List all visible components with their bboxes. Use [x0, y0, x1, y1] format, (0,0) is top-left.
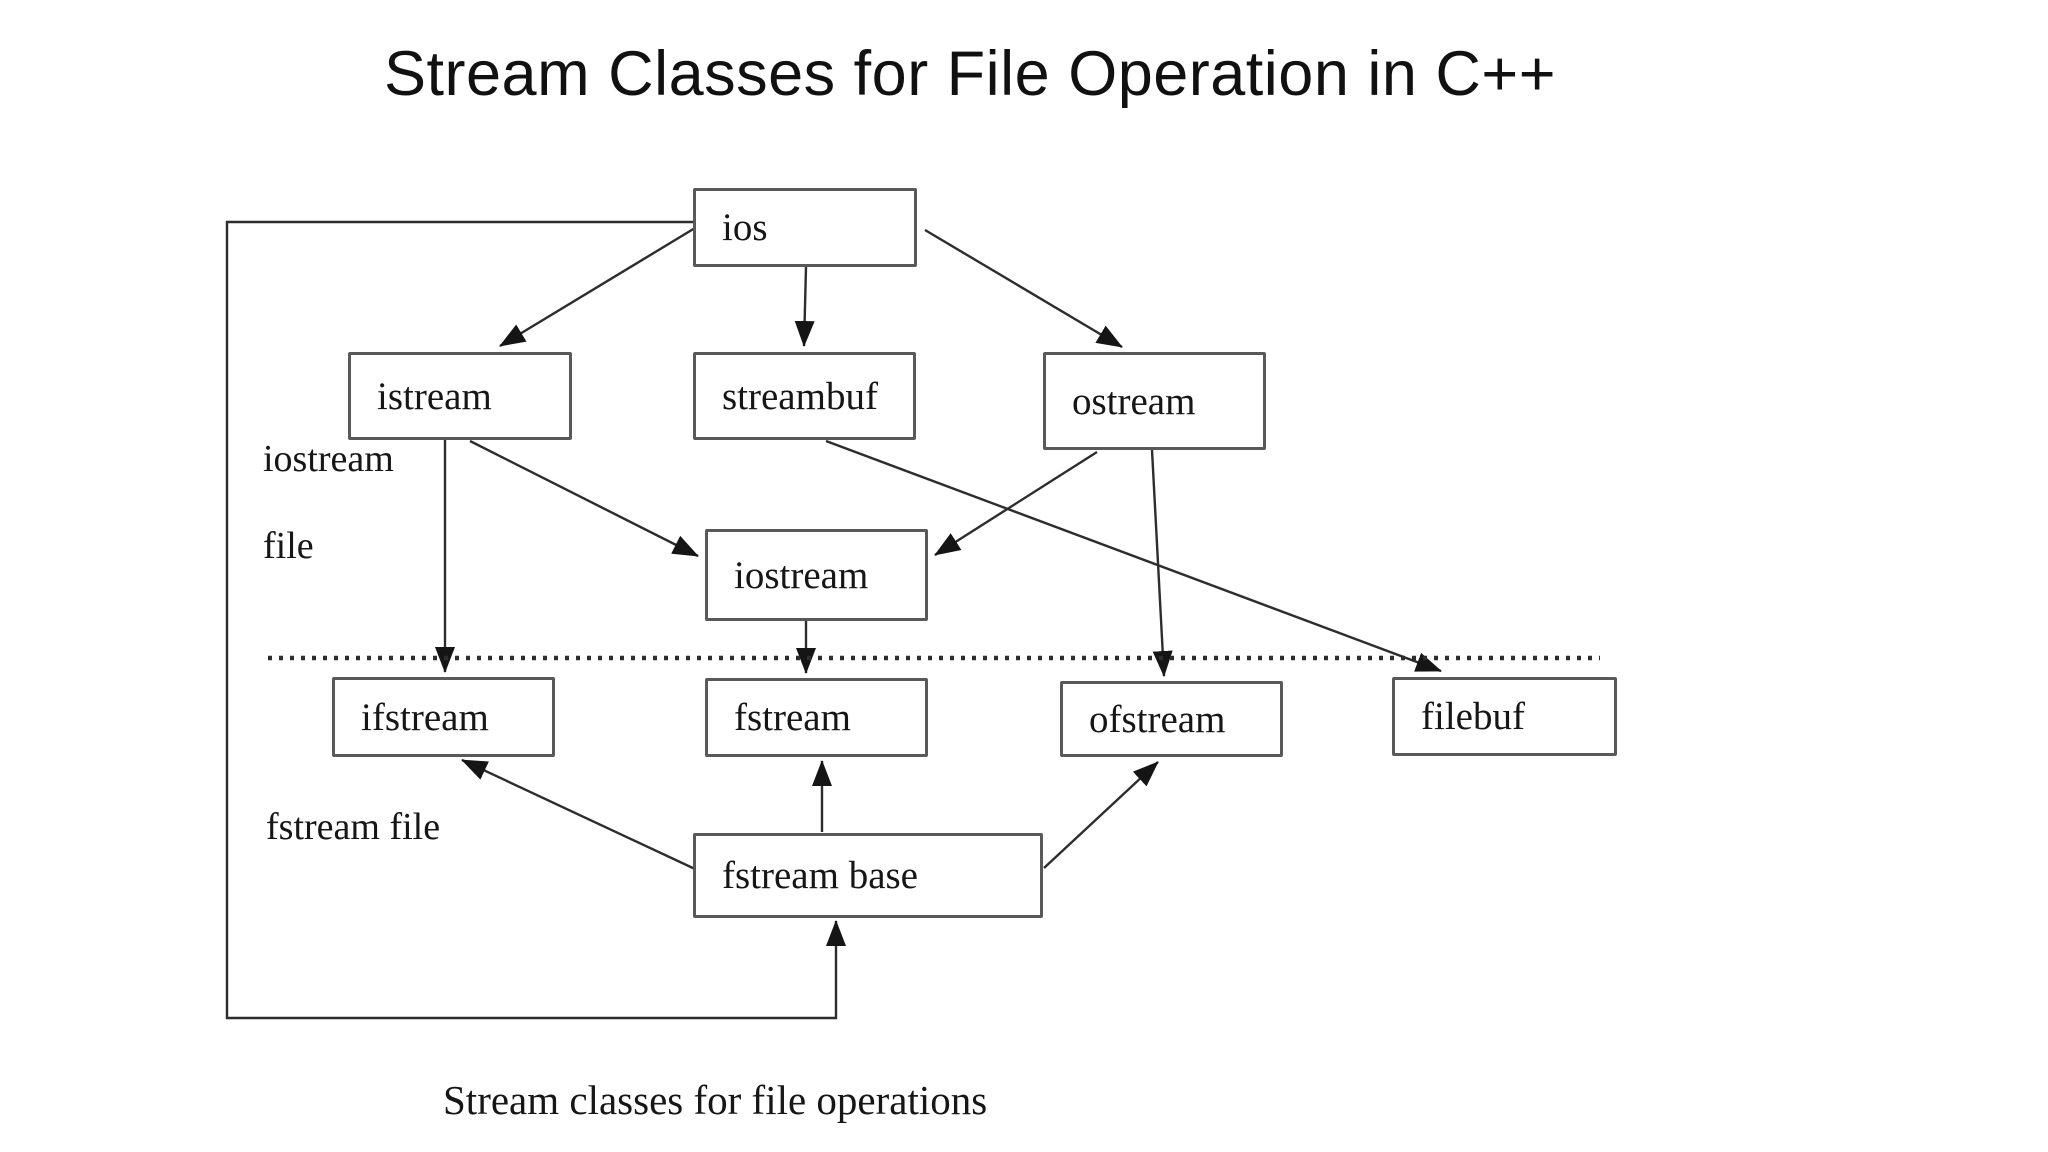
edge-ios-fstreambase-loop — [225, 220, 846, 1020]
node-filebuf-label: filebuf — [1421, 695, 1525, 738]
node-streambuf: streambuf — [693, 352, 916, 440]
node-ofstream-label: ofstream — [1089, 697, 1226, 741]
region-label-iostream-file-line1: iostream — [263, 438, 394, 480]
node-fstream: fstream — [705, 678, 928, 757]
node-ios-label: ios — [722, 206, 768, 249]
node-fstream-base-label: fstream base — [722, 854, 918, 897]
figure-caption: Stream classes for file operations — [443, 1077, 988, 1123]
edge-ostream-ofstream — [1150, 449, 1173, 677]
node-ios: ios — [693, 188, 917, 267]
region-label-iostream-file-line2: file — [263, 525, 314, 567]
node-ifstream-label: ifstream — [361, 695, 489, 739]
edge-fstreambase-ifstream — [461, 758, 696, 871]
node-iostream-label: iostream — [734, 553, 869, 597]
region-label-fstream-file: fstream file — [266, 806, 441, 848]
page-title: Stream Classes for File Operation in C++ — [384, 39, 1556, 109]
node-ifstream: ifstream — [332, 677, 555, 757]
edge-fstreambase-ofstream — [1043, 761, 1159, 869]
node-ostream: ostream — [1043, 352, 1266, 450]
node-fstream-base: fstream base — [693, 833, 1043, 918]
node-ostream-label: ostream — [1072, 379, 1196, 423]
edge-istream-iostream — [469, 439, 699, 558]
edge-streambuf-filebuf — [825, 439, 1442, 673]
node-istream: istream — [348, 352, 572, 440]
edge-ostream-iostream — [934, 450, 1098, 557]
edge-ios-streambuf — [794, 266, 815, 347]
node-ofstream: ofstream — [1060, 681, 1283, 757]
node-fstream-label: fstream — [734, 696, 851, 739]
node-istream-label: istream — [377, 374, 492, 418]
edge-ios-istream — [499, 226, 696, 348]
node-streambuf-label: streambuf — [722, 374, 878, 418]
node-iostream: iostream — [705, 529, 928, 621]
node-filebuf: filebuf — [1392, 677, 1617, 756]
edge-ios-ostream — [924, 228, 1123, 349]
